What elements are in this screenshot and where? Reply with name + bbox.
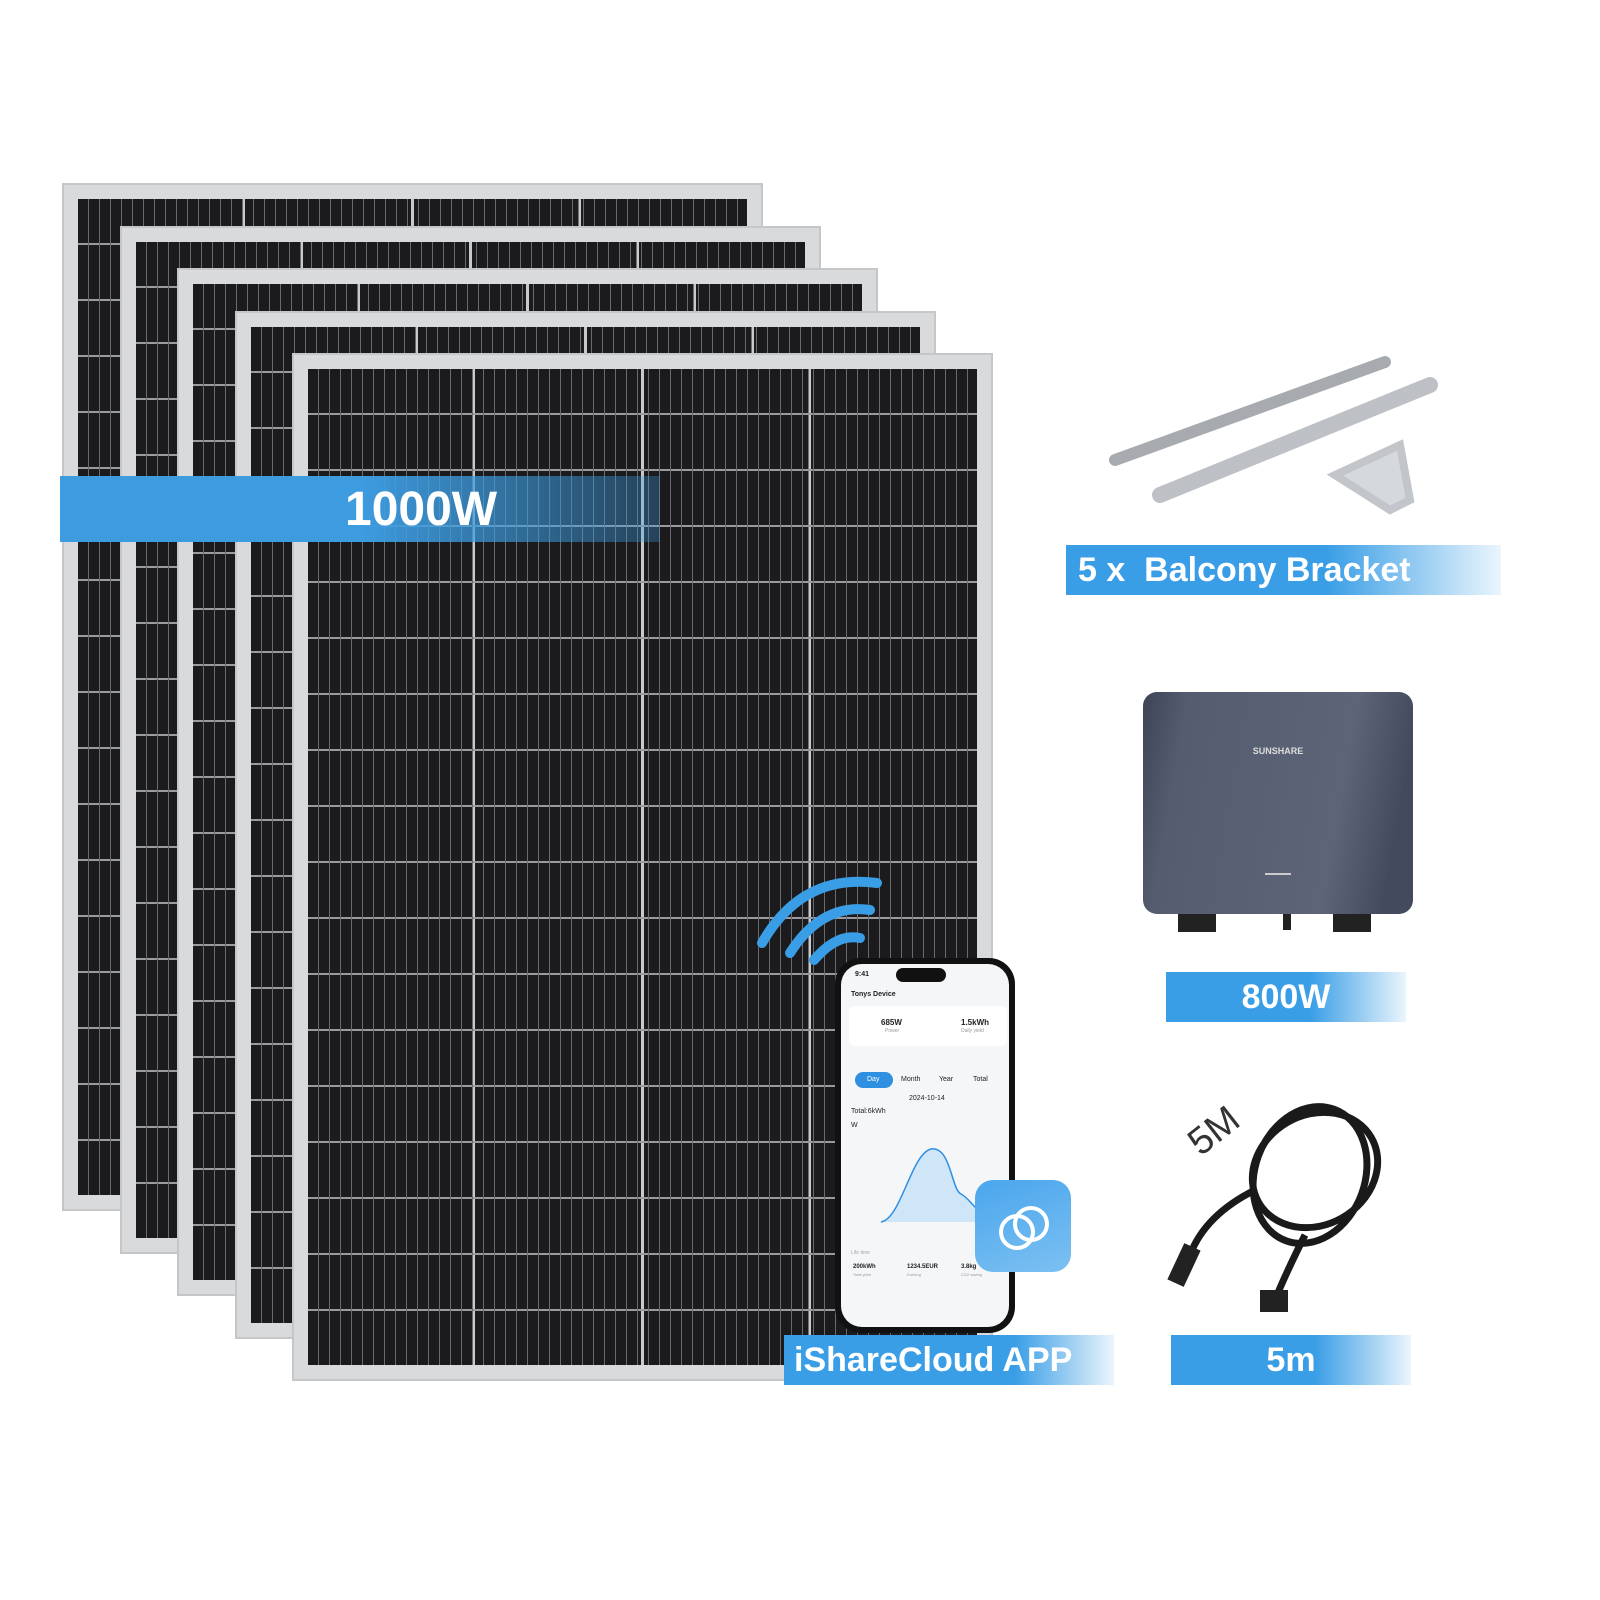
phone-app-screenshot: 9:41 Tonys Device 685W Power 1.5kWh Dail… [835, 958, 1015, 1333]
inverter-brand: SUNSHARE [1252, 746, 1304, 756]
cable-image [1167, 1103, 1382, 1312]
wifi-icon [757, 876, 882, 965]
app-banner: iShareCloud APP [784, 1335, 1114, 1385]
cable-banner: 5m [1171, 1335, 1411, 1385]
tab-year[interactable]: Year [939, 1076, 954, 1083]
panel-power-label: 1000W [345, 482, 498, 536]
inverter-image: SUNSHARE [1143, 692, 1413, 932]
bracket-banner: 5 x Balcony Bracket [1066, 545, 1501, 595]
cloud-app-icon [975, 1180, 1071, 1272]
tab-day[interactable]: Day [867, 1076, 880, 1083]
balcony-bracket-image [1109, 356, 1438, 515]
panel-power-banner: 1000W [60, 476, 660, 542]
inverter-banner: 800W [1166, 972, 1406, 1022]
tab-total[interactable]: Total [973, 1076, 988, 1083]
tab-month[interactable]: Month [901, 1076, 921, 1083]
